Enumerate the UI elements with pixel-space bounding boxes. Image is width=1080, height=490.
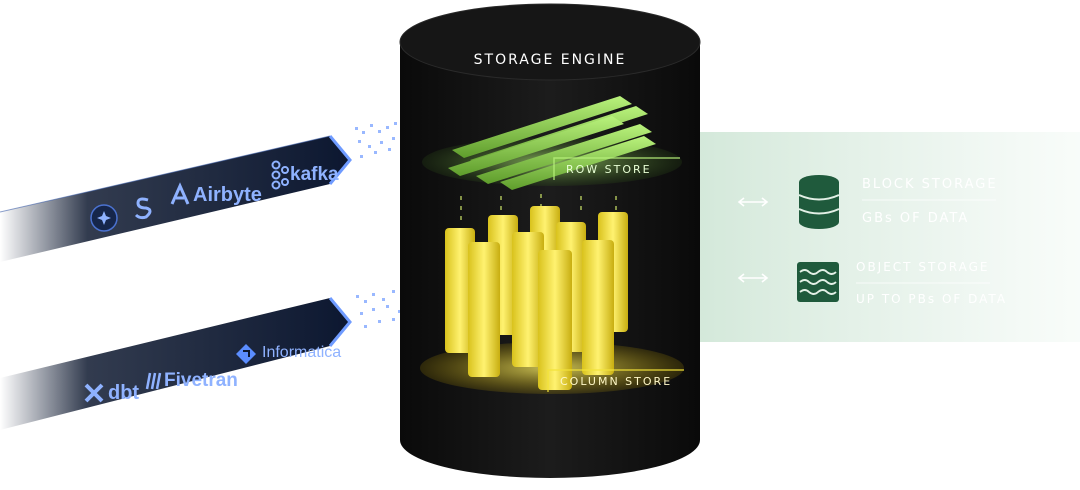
- row-store: ROW STORE: [422, 96, 682, 190]
- bulk-arrow-icon: [328, 297, 352, 347]
- streaming-pipeline: Airbyte kafka STREAMING + CDC: [0, 118, 421, 262]
- double-arrow-icon: [737, 197, 769, 207]
- cylinder-top: [399, 3, 701, 81]
- storage-tier-panel: [700, 132, 1080, 342]
- object-storage-row: OBJECT STORAGE UP TO PBs OF DATA: [737, 260, 1007, 306]
- block-storage-title: BLOCK STORAGE: [862, 177, 998, 192]
- column-store-columns: [445, 206, 628, 390]
- row-store-bars: [448, 96, 656, 190]
- storage-engine-cylinder: STORAGE ENGINE ROW STORE: [399, 3, 701, 478]
- informatica-icon: [236, 344, 256, 364]
- bulk-pipeline: dbt Fivetran Informatica BULK ETL + ELT: [0, 288, 415, 430]
- column-store-label: COLUMN STORE: [560, 375, 672, 388]
- engine-title: STORAGE ENGINE: [474, 52, 627, 68]
- column-store: COLUMN STORE: [420, 206, 684, 394]
- object-storage-title: OBJECT STORAGE: [856, 260, 989, 274]
- dbt-logo-text: dbt: [108, 382, 139, 404]
- block-storage-subtitle: GBs OF DATA: [862, 211, 969, 226]
- informatica-logo-text: Informatica: [262, 344, 341, 361]
- block-storage-row: BLOCK STORAGE GBs OF DATA: [737, 175, 998, 229]
- database-icon: [798, 175, 840, 229]
- fivetran-logo-text: Fivetran: [164, 370, 238, 391]
- kafka-icon: [271, 160, 289, 190]
- streaming-arrow-icon: [328, 135, 352, 185]
- storage-panel-background: [700, 132, 1080, 342]
- double-arrow-icon: [737, 273, 769, 283]
- dbt-icon: [84, 383, 104, 403]
- airbyte-logo-text: Airbyte: [193, 184, 262, 206]
- fivetran-icon: [145, 372, 162, 390]
- kafka-logo-text: kafka: [290, 164, 339, 185]
- row-store-label: ROW STORE: [566, 163, 652, 176]
- s-swirl-icon: [134, 197, 152, 220]
- bulk-label: BULK ETL + ELT: [218, 375, 361, 418]
- bulk-pipe-body: [0, 298, 350, 430]
- object-storage-subtitle: UP TO PBs OF DATA: [856, 292, 1007, 306]
- airbyte-icon: [170, 182, 190, 205]
- water-bucket-icon: [797, 262, 839, 302]
- spark-icon: [90, 204, 118, 232]
